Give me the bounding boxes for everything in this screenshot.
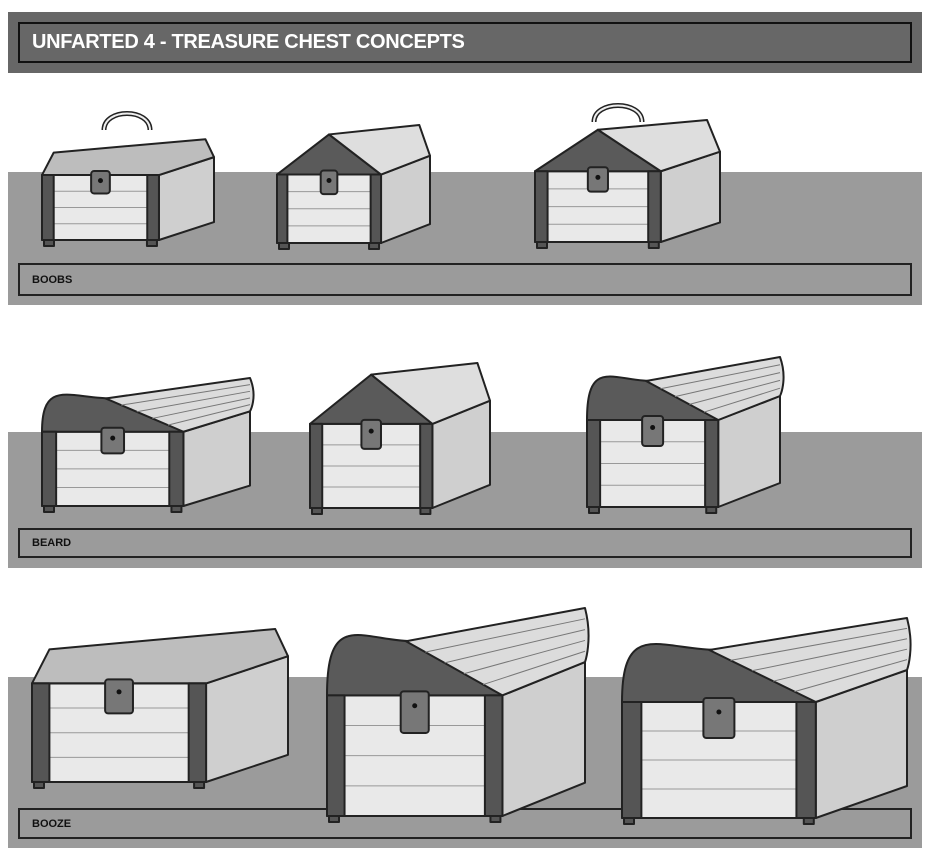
lock-icon [586, 166, 609, 193]
chest-booze-3 [621, 617, 912, 825]
section-label-beard: BEARD [32, 537, 72, 549]
lock-icon [90, 170, 111, 195]
chest-beard-2 [309, 362, 491, 515]
lock-icon [399, 690, 430, 734]
section-label-frame: BOOBS [18, 263, 912, 296]
chest-handle-icon [591, 103, 645, 123]
chest-booze-2 [326, 607, 590, 823]
lock-icon [702, 697, 736, 739]
chest-booze-1 [31, 628, 289, 789]
chest-beard-3 [586, 356, 785, 514]
section-label-boobs: BOOBS [32, 274, 73, 286]
lock-icon [360, 418, 382, 450]
title-frame: UNFARTED 4 - TREASURE CHEST CONCEPTS [18, 22, 912, 63]
section-label-frame: BEARD [18, 528, 912, 558]
chest-boobs-3 [534, 119, 721, 249]
lock-icon [641, 415, 665, 447]
chest-handle-icon [101, 111, 153, 131]
title-bar: UNFARTED 4 - TREASURE CHEST CONCEPTS [8, 12, 922, 73]
chest-boobs-2 [276, 124, 431, 250]
lock-icon [319, 169, 339, 196]
lock-icon [100, 426, 126, 455]
lock-icon [104, 678, 134, 715]
chest-boobs-1 [41, 138, 215, 247]
page-title: UNFARTED 4 - TREASURE CHEST CONCEPTS [32, 31, 465, 53]
section-label-booze: BOOZE [32, 818, 72, 830]
chest-beard-1 [41, 377, 255, 513]
